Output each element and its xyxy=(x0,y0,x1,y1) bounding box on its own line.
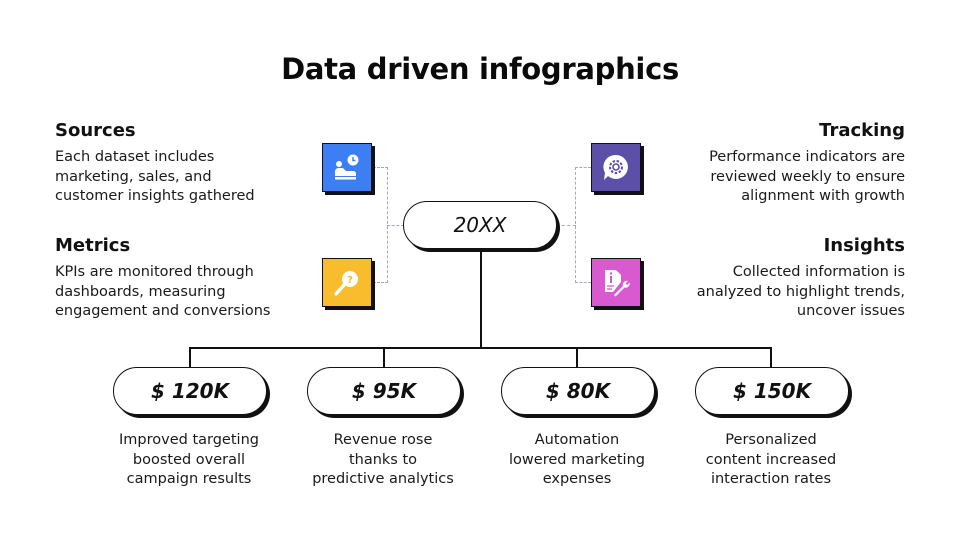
tree-drop-line xyxy=(770,347,772,367)
insights-heading: Insights xyxy=(823,235,905,256)
value-pill-3: $ 80K xyxy=(501,367,655,415)
desc-line: Performance indicators are xyxy=(709,149,905,165)
value-pill-2: $ 95K xyxy=(307,367,461,415)
desc-line: engagement and conversions xyxy=(55,303,271,319)
center-year-node: 20XX xyxy=(403,201,557,249)
value-caption-3: Automation lowered marketing expenses xyxy=(482,431,672,490)
metrics-description: KPIs are monitored through dashboards, m… xyxy=(55,263,325,322)
caption-line: Personalized xyxy=(725,432,817,448)
sources-description: Each dataset includes marketing, sales, … xyxy=(55,148,325,207)
page-title: Data driven infographics xyxy=(281,52,679,86)
tracking-block: Tracking Performance indicators are revi… xyxy=(635,120,905,207)
metrics-heading: Metrics xyxy=(55,235,131,256)
insights-description: Collected information is analyzed to hig… xyxy=(635,263,905,322)
caption-line: campaign results xyxy=(126,471,252,487)
value-pill-1: $ 120K xyxy=(113,367,267,415)
desc-line: customer insights gathered xyxy=(55,188,255,204)
connector-dashed xyxy=(373,167,388,168)
caption-line: Automation xyxy=(534,432,620,448)
document-wrench-icon xyxy=(605,269,630,296)
person-clock-icon xyxy=(335,154,359,179)
caption-line: thanks to xyxy=(348,451,418,468)
tracking-heading: Tracking xyxy=(819,120,905,141)
metrics-icon-box: ? xyxy=(322,258,372,307)
tree-drop-line xyxy=(383,347,385,367)
value-pill-4: $ 150K xyxy=(695,367,849,415)
desc-line: Collected information is xyxy=(732,264,905,280)
connector-dashed xyxy=(556,225,576,226)
value-caption-2: Revenue rose thanks to predictive analyt… xyxy=(288,431,478,490)
desc-line: KPIs are monitored through xyxy=(55,264,254,280)
caption-line: predictive analytics xyxy=(312,471,454,487)
insights-block: Insights Collected information is analyz… xyxy=(635,235,905,322)
caption-line: boosted overall xyxy=(132,451,246,468)
insights-icon-box xyxy=(591,258,641,307)
magnifier-question-icon: ? xyxy=(334,270,358,296)
desc-line: Each dataset includes xyxy=(55,149,215,165)
connector-dashed xyxy=(575,167,591,168)
tree-drop-line xyxy=(576,347,578,367)
caption-line: interaction rates xyxy=(710,471,832,487)
sources-heading: Sources xyxy=(55,120,136,141)
connector-dashed xyxy=(575,282,591,283)
desc-line: reviewed weekly to ensure xyxy=(710,168,905,185)
caption-line: Revenue rose xyxy=(333,432,433,448)
sources-block: Sources Each dataset includes marketing,… xyxy=(55,120,325,207)
tracking-icon-box xyxy=(591,143,641,192)
value-caption-1: Improved targeting boosted overall campa… xyxy=(94,431,284,490)
tree-drop-line xyxy=(189,347,191,367)
caption-line: content increased xyxy=(705,451,837,468)
caption-line: lowered marketing xyxy=(509,451,645,468)
tree-trunk-line xyxy=(480,250,482,348)
connector-dashed xyxy=(373,282,388,283)
desc-line: alignment with growth xyxy=(741,188,905,204)
metrics-block: Metrics KPIs are monitored through dashb… xyxy=(55,235,325,322)
value-caption-4: Personalized content increased interacti… xyxy=(676,431,866,490)
sources-icon-box xyxy=(322,143,372,192)
desc-line: uncover issues xyxy=(796,303,905,319)
connector-dashed xyxy=(387,225,404,226)
connector-dashed xyxy=(575,167,576,283)
desc-line: dashboards, measuring xyxy=(55,283,226,300)
desc-line: analyzed to highlight trends, xyxy=(696,283,905,300)
tracking-description: Performance indicators are reviewed week… xyxy=(635,148,905,207)
tree-branch-line xyxy=(189,347,772,349)
svg-text:?: ? xyxy=(347,275,353,286)
caption-line: expenses xyxy=(542,471,612,487)
gear-chat-icon xyxy=(603,154,628,180)
caption-line: Improved targeting xyxy=(119,432,259,448)
desc-line: marketing, sales, and xyxy=(55,168,212,185)
